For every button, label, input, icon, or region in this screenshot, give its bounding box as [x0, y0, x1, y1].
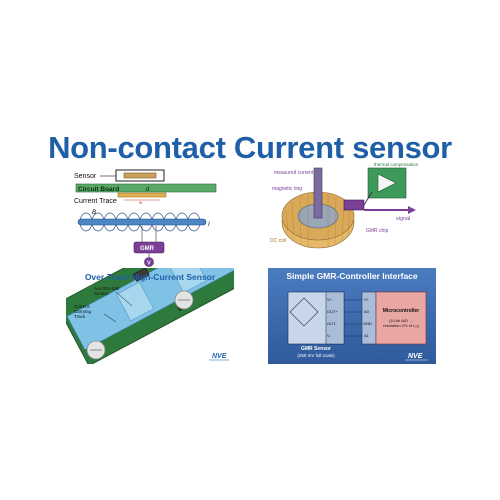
sensor-callout-label: AAL024-10E Sensor	[94, 286, 120, 296]
pin-label: OUT+	[327, 309, 338, 314]
thermal-compensation-label: thermal compensation	[374, 162, 419, 167]
nve-logo: NVE	[212, 353, 227, 360]
signal-label: signal	[396, 216, 410, 222]
signal-arrow-icon	[408, 206, 416, 214]
measured-conductor	[313, 167, 323, 219]
circuit-board-label: Circuit Board	[78, 186, 119, 193]
magnetic-ring-label: magnetic ring	[272, 186, 302, 192]
dc-coil-label: DC coil	[270, 238, 286, 244]
controller-interface-heading: Simple GMR-Controller Interface	[286, 271, 418, 281]
pin-label: A1	[364, 333, 369, 338]
pin-label: V-	[327, 333, 331, 338]
i-label: I	[208, 222, 210, 228]
wheatstone-bridge-icon	[289, 297, 319, 327]
microcontroller-label: Microcontroller	[382, 308, 420, 314]
controller-interface-panel: Simple GMR-Controller Interface NVE V+ O…	[268, 268, 436, 364]
current-trace-label: Current Trace	[74, 198, 117, 205]
trace-callout-label: Current- Carrying Trace	[74, 304, 92, 319]
trace-field-diagram: Sensor Circuit Board d Current Trace w B…	[74, 169, 217, 267]
pin-label: A0	[364, 309, 369, 314]
v-label: V	[147, 261, 151, 267]
nve-logo: NVE	[408, 353, 423, 360]
microcontroller-block	[375, 291, 427, 345]
pin-label: OUT-	[327, 321, 337, 326]
gmr-chip-label: GMR chip	[366, 228, 388, 234]
sensor-chip	[123, 172, 157, 179]
voltmeter	[144, 257, 154, 267]
circuit-board	[75, 183, 217, 193]
b-field-label: B	[92, 210, 96, 216]
pin-label: GND	[363, 321, 372, 326]
w-label: w	[139, 200, 143, 205]
sensor-label: Sensor	[74, 173, 97, 180]
gmr-chip	[343, 199, 365, 211]
gmr-label: GMR	[140, 246, 155, 252]
pin-label: V+	[327, 297, 333, 302]
over-trace-heading: Over-Trace High-Current Sensor	[84, 272, 216, 282]
gmr-sensor-sub-label: (250 mV full scale)	[297, 353, 335, 358]
pin-label: V+	[364, 297, 370, 302]
measured-current-label: measured current	[274, 170, 314, 176]
page-title: Non-contact Current sensor	[48, 130, 452, 165]
amplifier-icon	[377, 173, 397, 193]
toroid-sensor-diagram: measured current thermal compensation ma…	[270, 162, 419, 249]
conductor-cylinder	[77, 218, 207, 226]
gmr-sensor-label: GMR Sensor	[300, 346, 331, 352]
microcontroller-sub-label: (10-bit A/D → resolution 2% of I₀₀)	[383, 318, 419, 328]
current-trace	[117, 192, 167, 198]
over-trace-board-illustration: NVE	[66, 268, 234, 364]
d-label: d	[146, 187, 149, 193]
gmr-controller-schematic: NVE	[287, 291, 428, 361]
aal024-sensor-chip	[132, 268, 150, 282]
over-trace-panel: NVE Over-Trace High-Current Sensor AAL02…	[66, 268, 234, 364]
